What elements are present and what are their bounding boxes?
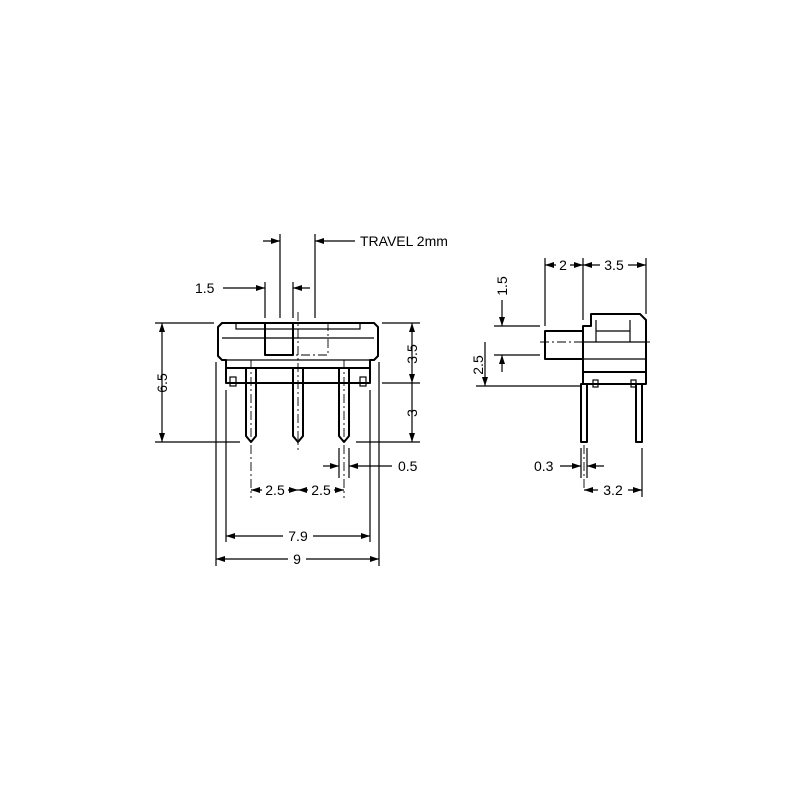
side-knob-length-bg [556,257,570,273]
pitch-label-bg-left [262,481,288,497]
pitch-left-label: 2.5 [265,482,285,498]
knob-arrow-left [256,285,265,291]
pin-thick-arrow-right [587,463,596,469]
side-pin-left [580,383,588,443]
pin-thick-arrow-left [572,463,581,469]
travel-arrow-right [315,238,324,244]
side-view: 2 3.5 1.5 2.5 0.3 3.2 [470,257,650,498]
overall-width-arrow-left [216,556,225,562]
inner-width-label: 7.9 [288,528,308,544]
height-arrow-top [159,323,165,332]
travel-arrow-left [271,238,280,244]
knob-width-label: 1.5 [195,280,215,296]
pin-spacing-arrow-right [633,487,642,493]
front-tab-right [359,376,367,387]
travel-label: TRAVEL 2mm [360,233,448,249]
front-tab-left [229,376,237,387]
front-slide-knob [264,322,294,356]
side-top-arrow-c [583,262,592,268]
height-arrow-bottom [159,433,165,442]
pin-width-label: 0.5 [398,458,418,474]
front-pins [245,360,350,498]
pitch-arrow-mid-left [289,487,298,493]
body-height-arrow-top [409,323,415,332]
side-depth-label: 3.5 [604,257,624,273]
inner-width-arrow-left [226,533,235,539]
side-tab-left [592,379,599,388]
side-body-outline [582,313,647,373]
pin-spacing-label-bg [598,481,628,497]
side-knob-length-label: 2 [559,257,567,273]
pitch-arrow-mid-right [298,487,307,493]
pin-length-arrow-bottom [409,433,415,442]
pin-spacing-label: 3.2 [603,482,623,498]
side-base-plate [582,371,647,385]
pin-width-arrow-right [349,463,358,469]
pin-thickness-label: 0.3 [534,458,554,474]
front-knob-travel-ghost [292,322,329,356]
pin-length-label: 3 [404,409,420,417]
side-knob-h-arrow-top [499,317,505,326]
pin-width-arrow-left [330,463,339,469]
overall-width-label-bg [288,550,306,566]
side-knob-h-arrow-bottom [499,355,505,364]
front-view: TRAVEL 2mm 1.5 6.5 3.5 3 [154,233,448,567]
pitch-right-label: 2.5 [311,482,331,498]
side-top-arrow-b [574,262,583,268]
pin-spacing-arrow-left [584,487,593,493]
side-offset-arrow-bottom [482,377,488,386]
side-offset-label: 2.5 [470,355,486,375]
pitch-arrow-left [251,487,260,493]
side-knob [544,330,584,360]
side-pin-right [635,383,643,443]
pitch-label-bg-right [308,481,334,497]
front-base-plate [225,367,371,384]
pitch-arrow-right [335,487,344,493]
overall-height-label: 6.5 [154,373,170,393]
side-top-arrow-d [637,262,646,268]
inner-width-arrow-right [361,533,370,539]
inner-width-label-bg [283,527,313,543]
side-depth-bg [600,257,628,273]
side-knob-height-label: 1.5 [494,276,510,296]
side-top-arrow-a [545,262,554,268]
body-height-arrow-bottom [409,374,415,383]
overall-width-label: 9 [293,551,301,567]
knob-arrow-right [293,285,302,291]
body-height-label: 3.5 [404,344,420,364]
front-pin-center [292,368,304,443]
overall-width-arrow-right [370,556,379,562]
